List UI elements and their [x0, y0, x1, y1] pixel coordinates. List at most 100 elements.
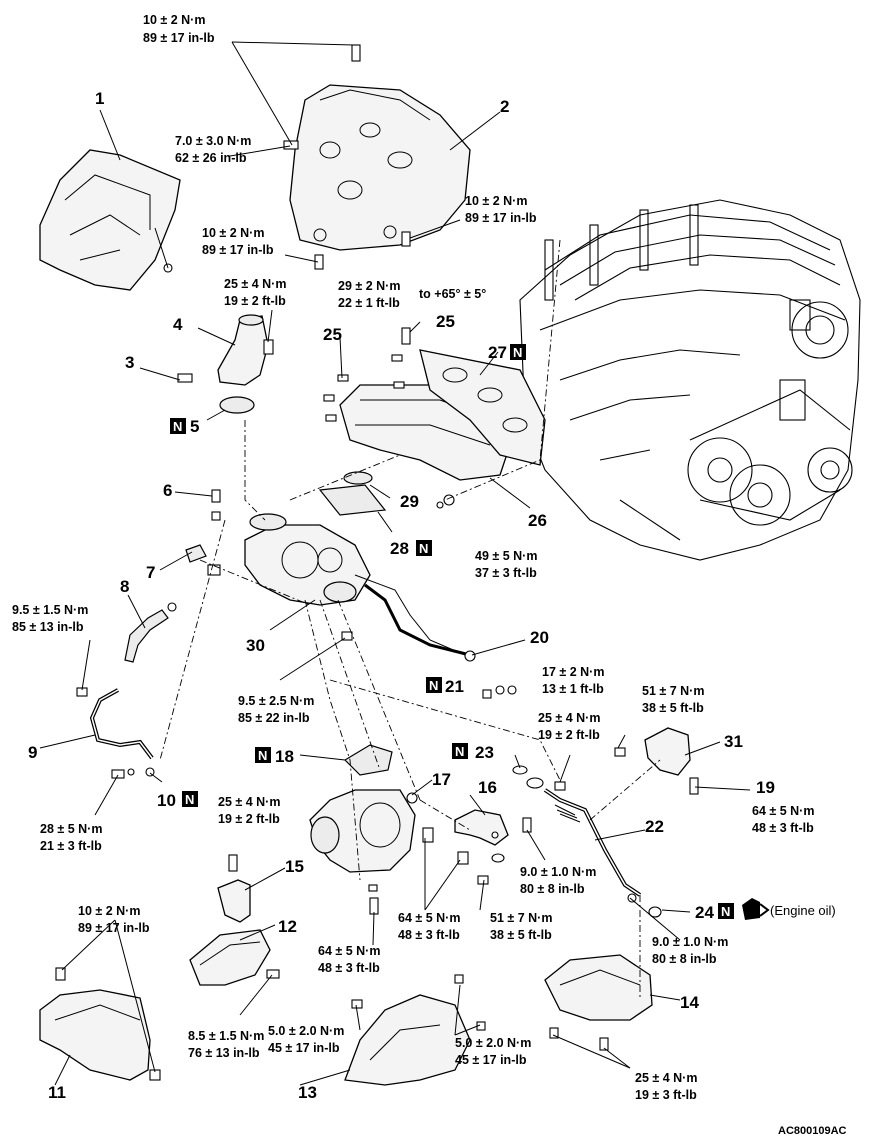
- torque-specs: 10 ± 2 N·m 89 ± 17 in-lb 7.0 ± 3.0 N·m 6…: [12, 13, 814, 1102]
- n-marker-24: N: [721, 904, 730, 919]
- air-outlet-fitting-4: [177, 314, 274, 386]
- label-part-28: 28: [390, 539, 409, 558]
- torque-50l-nm: 5.0 ± 2.0 N·m: [268, 1024, 344, 1038]
- gasket-29: [343, 471, 373, 485]
- torque-10l-nm: 10 ± 2 N·m: [202, 226, 264, 240]
- label-part-8: 8: [120, 577, 129, 596]
- exhaust-fitting-17: [309, 789, 418, 873]
- torque-85-inlb: 76 ± 13 in-lb: [188, 1046, 260, 1060]
- label-part-21: 21: [445, 677, 464, 696]
- new-part-markers: N N N N N N N N: [170, 344, 734, 919]
- n-marker-27: N: [513, 345, 522, 360]
- heat-protector-15: [217, 879, 251, 923]
- torque-7-nm: 7.0 ± 3.0 N·m: [175, 134, 251, 148]
- torque-85-nm: 8.5 ± 1.5 N·m: [188, 1029, 264, 1043]
- torque-64c-nm: 64 ± 5 N·m: [398, 911, 460, 925]
- torque-64c-ftlb: 48 ± 3 ft-lb: [398, 928, 460, 942]
- label-part-19: 19: [756, 778, 775, 797]
- label-part-11: 11: [48, 1083, 66, 1102]
- torque-17-ftlb: 13 ± 1 ft-lb: [542, 682, 604, 696]
- torque-25m-nm: 25 ± 4 N·m: [538, 711, 600, 725]
- torque-51a-nm: 51 ± 7 N·m: [642, 684, 704, 698]
- label-part-1: 1: [95, 89, 104, 108]
- torque-95c-nm: 9.5 ± 2.5 N·m: [238, 694, 314, 708]
- torque-50r-nm: 5.0 ± 2.0 N·m: [455, 1036, 531, 1050]
- torque-64b-nm: 64 ± 5 N·m: [318, 944, 380, 958]
- torque-top-nm: 10 ± 2 N·m: [143, 13, 205, 27]
- label-part-30: 30: [246, 636, 265, 655]
- heat-protector-14: [544, 954, 653, 1021]
- alignment-lines: [159, 239, 661, 1000]
- label-part-17: 17: [432, 770, 451, 789]
- heat-protector-1: [39, 149, 181, 291]
- label-part-20: 20: [530, 628, 549, 647]
- hose-fitting-7: [185, 544, 207, 563]
- torque-10r-inlb: 89 ± 17 in-lb: [465, 211, 537, 225]
- torque-25br-ftlb: 19 ± 3 ft-lb: [635, 1088, 697, 1102]
- torque-25m-ftlb: 19 ± 2 ft-lb: [538, 728, 600, 742]
- torque-64r-nm: 64 ± 5 N·m: [752, 804, 814, 818]
- gasket-5: [219, 396, 255, 414]
- gasket-18: [344, 744, 393, 776]
- torque-10b-nm: 10 ± 2 N·m: [78, 904, 140, 918]
- torque-95c-inlb: 85 ± 22 in-lb: [238, 711, 310, 725]
- torque-top-inlb: 89 ± 17 in-lb: [143, 31, 215, 45]
- heat-protector-2: [283, 44, 471, 270]
- torque-64b-ftlb: 48 ± 3 ft-lb: [318, 961, 380, 975]
- oil-can-icon: [742, 898, 770, 920]
- part-number-labels: 1 2 3 4 5 6 7 8 9 10 11 12 13 14 15 16 1…: [28, 89, 775, 1102]
- engine-block: [519, 199, 861, 561]
- torque-90b-inlb: 80 ± 8 in-lb: [652, 952, 717, 966]
- label-part-31: 31: [724, 732, 743, 751]
- figure-code: AC800109AC: [778, 1125, 847, 1137]
- torque-10r-nm: 10 ± 2 N·m: [465, 194, 527, 208]
- label-part-15: 15: [285, 857, 304, 876]
- label-part-7: 7: [146, 563, 155, 582]
- oil-feed-pipe-20: [364, 583, 471, 657]
- torque-29-angle: to +65° ± 5°: [419, 287, 486, 301]
- label-part-25a: 25: [323, 325, 342, 344]
- torque-25-ftlb: 19 ± 2 ft-lb: [224, 294, 286, 308]
- label-part-23: 23: [475, 743, 494, 762]
- label-part-2: 2: [500, 97, 509, 116]
- label-part-27: 27: [488, 343, 507, 362]
- torque-28-ftlb: 21 ± 3 ft-lb: [40, 839, 102, 853]
- torque-50l-inlb: 45 ± 17 in-lb: [268, 1041, 340, 1055]
- torque-50r-inlb: 45 ± 17 in-lb: [455, 1053, 527, 1067]
- label-part-12: 12: [278, 917, 297, 936]
- n-marker-10: N: [185, 792, 194, 807]
- engine-oil-note: (Engine oil): [770, 903, 836, 918]
- torque-51b-nm: 51 ± 7 N·m: [490, 911, 552, 925]
- heat-protector-13: [344, 994, 471, 1086]
- label-part-29: 29: [400, 492, 419, 511]
- label-part-6: 6: [163, 481, 172, 500]
- oil-return-pipe-22: [543, 788, 642, 897]
- bracket-16: [454, 809, 509, 846]
- label-part-5: 5: [190, 417, 199, 436]
- torque-95l-nm: 9.5 ± 1.5 N·m: [12, 603, 88, 617]
- torque-10l-inlb: 89 ± 17 in-lb: [202, 243, 274, 257]
- label-part-25b: 25: [436, 312, 455, 331]
- torque-90a-inlb: 80 ± 8 in-lb: [520, 882, 585, 896]
- n-marker-28: N: [419, 541, 428, 556]
- exhaust-manifold: [323, 327, 546, 481]
- torque-90b-nm: 9.0 ± 1.0 N·m: [652, 935, 728, 949]
- n-marker-23: N: [455, 744, 464, 759]
- torque-28-nm: 28 ± 5 N·m: [40, 822, 102, 836]
- gasket-28: [318, 484, 387, 516]
- water-hose-8: [124, 609, 169, 663]
- label-part-26: 26: [528, 511, 547, 530]
- torque-17-nm: 17 ± 2 N·m: [542, 665, 604, 679]
- label-part-22: 22: [645, 817, 664, 836]
- label-part-9: 9: [28, 743, 37, 762]
- heat-protector-12: [189, 929, 271, 986]
- label-part-4: 4: [173, 315, 183, 334]
- bracket-31: [644, 727, 691, 776]
- torque-29-nm: 29 ± 2 N·m: [338, 279, 400, 293]
- torque-49-nm: 49 ± 5 N·m: [475, 549, 537, 563]
- leader-lines: [39, 41, 751, 1086]
- torque-25l-ftlb: 19 ± 2 ft-lb: [218, 812, 280, 826]
- torque-7-inlb: 62 ± 26 in-lb: [175, 151, 247, 165]
- torque-10b-inlb: 89 ± 17 in-lb: [78, 921, 150, 935]
